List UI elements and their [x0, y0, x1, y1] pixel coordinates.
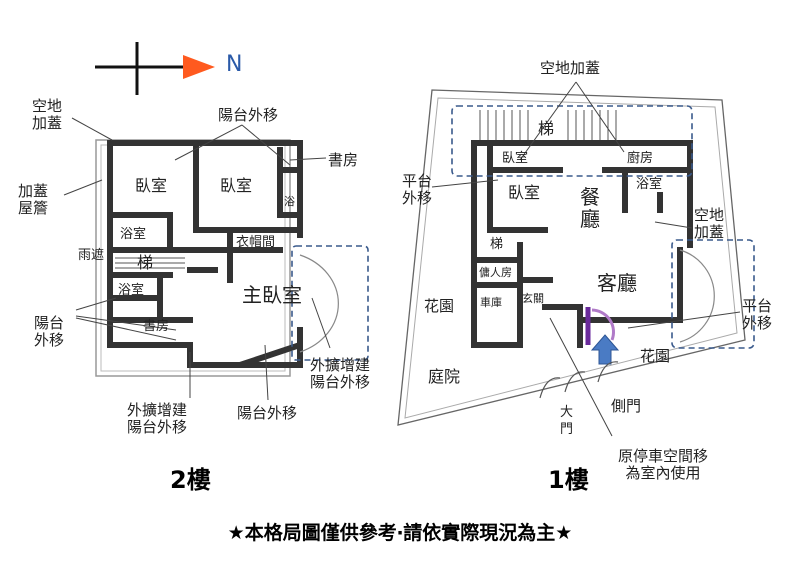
north-arrow-icon — [95, 42, 215, 95]
floor2-bathroom-a: 浴室 — [120, 227, 147, 242]
disclaimer: ★本格局圖僅供參考‧請依實際現況為主★ — [227, 522, 573, 544]
floor1-title: 1樓 — [548, 466, 589, 494]
floor1-maid-room: 傭人房 — [479, 266, 512, 279]
floor1-entrance: 玄關 — [522, 292, 544, 305]
floor2-stairs-hatch — [115, 257, 185, 269]
floor1-garden-right: 花園 — [640, 347, 671, 365]
floor1-stairs-hatch — [479, 110, 617, 140]
floor2-vacant-addition-note: 空地加蓋 — [32, 97, 63, 132]
floor1-vacant-addition-top-note: 空地加蓋 — [540, 59, 601, 77]
floor2-title: 2樓 — [170, 466, 211, 494]
floor1-living: 客廳 — [597, 271, 637, 295]
floor2-study: 書房 — [143, 319, 170, 334]
floor1-bedroom-top: 臥室 — [502, 151, 529, 166]
floor2-extension-dashed — [291, 245, 369, 361]
floor1-top-extension-dashed — [451, 105, 693, 177]
floor2-stairs: 梯 — [137, 253, 154, 272]
floor1-parking-note: 原停車空間移為室內使用 — [618, 447, 709, 482]
floor1-garage: 車庫 — [480, 296, 502, 309]
floor1-platform-out-note: 平台外移 — [402, 172, 433, 207]
floor2-roof-eave-note: 加蓋屋簷 — [18, 182, 49, 217]
floor2-rain-shelter-note: 雨遮 — [78, 248, 105, 263]
floor2-bedroom-a: 臥室 — [135, 176, 168, 195]
floor1-platform-out-right-note: 平台外移 — [742, 297, 773, 332]
floor2-bedroom-b: 臥室 — [220, 176, 253, 195]
floor1-bedroom: 臥室 — [508, 183, 541, 202]
floor2-balcony-out-left-note: 陽台外移 — [34, 314, 65, 349]
floor2-bathroom-b: 浴室 — [118, 283, 145, 298]
floor1-bathroom: 浴室 — [636, 177, 663, 192]
floor2-small-bath: 浴 — [284, 195, 295, 208]
floor1-kitchen: 廚房 — [627, 151, 654, 166]
leader-lines — [63, 81, 741, 437]
floor1-stairs: 梯 — [538, 119, 555, 138]
floor1-garden-left: 花園 — [424, 297, 455, 315]
floor1-vacant-addition-right-note: 空地加蓋 — [694, 206, 725, 241]
floor2-master-bedroom: 主臥室 — [242, 283, 302, 307]
floor2-study-side-note: 書房 — [328, 151, 359, 169]
floor2-extension-balcony-note: 外擴增建陽台外移 — [127, 401, 188, 436]
floor1-dining: 餐廳 — [580, 185, 600, 231]
floor1-gates — [539, 361, 619, 399]
north-label: N — [226, 52, 243, 77]
floor1-stairs-small: 梯 — [490, 237, 504, 252]
floor1-right-extension-dashed — [671, 239, 755, 349]
floor2-balcony-out-top-note: 陽台外移 — [218, 106, 279, 124]
floor1-yard: 庭院 — [428, 367, 461, 386]
floor2-balcony-out-bottom-note: 陽台外移 — [237, 404, 298, 422]
floor1-site — [397, 89, 746, 426]
entrance-arrow-icon — [590, 334, 620, 365]
floor1-plan — [471, 140, 693, 348]
floor2-closet: 衣帽間 — [236, 235, 276, 250]
floor1-side-gate: 側門 — [611, 397, 642, 415]
floor1-main-gate: 大門 — [560, 405, 574, 437]
floor2-extension-balcony-right-note: 外擴增建陽台外移 — [310, 356, 371, 391]
floor2-plan — [95, 139, 303, 377]
